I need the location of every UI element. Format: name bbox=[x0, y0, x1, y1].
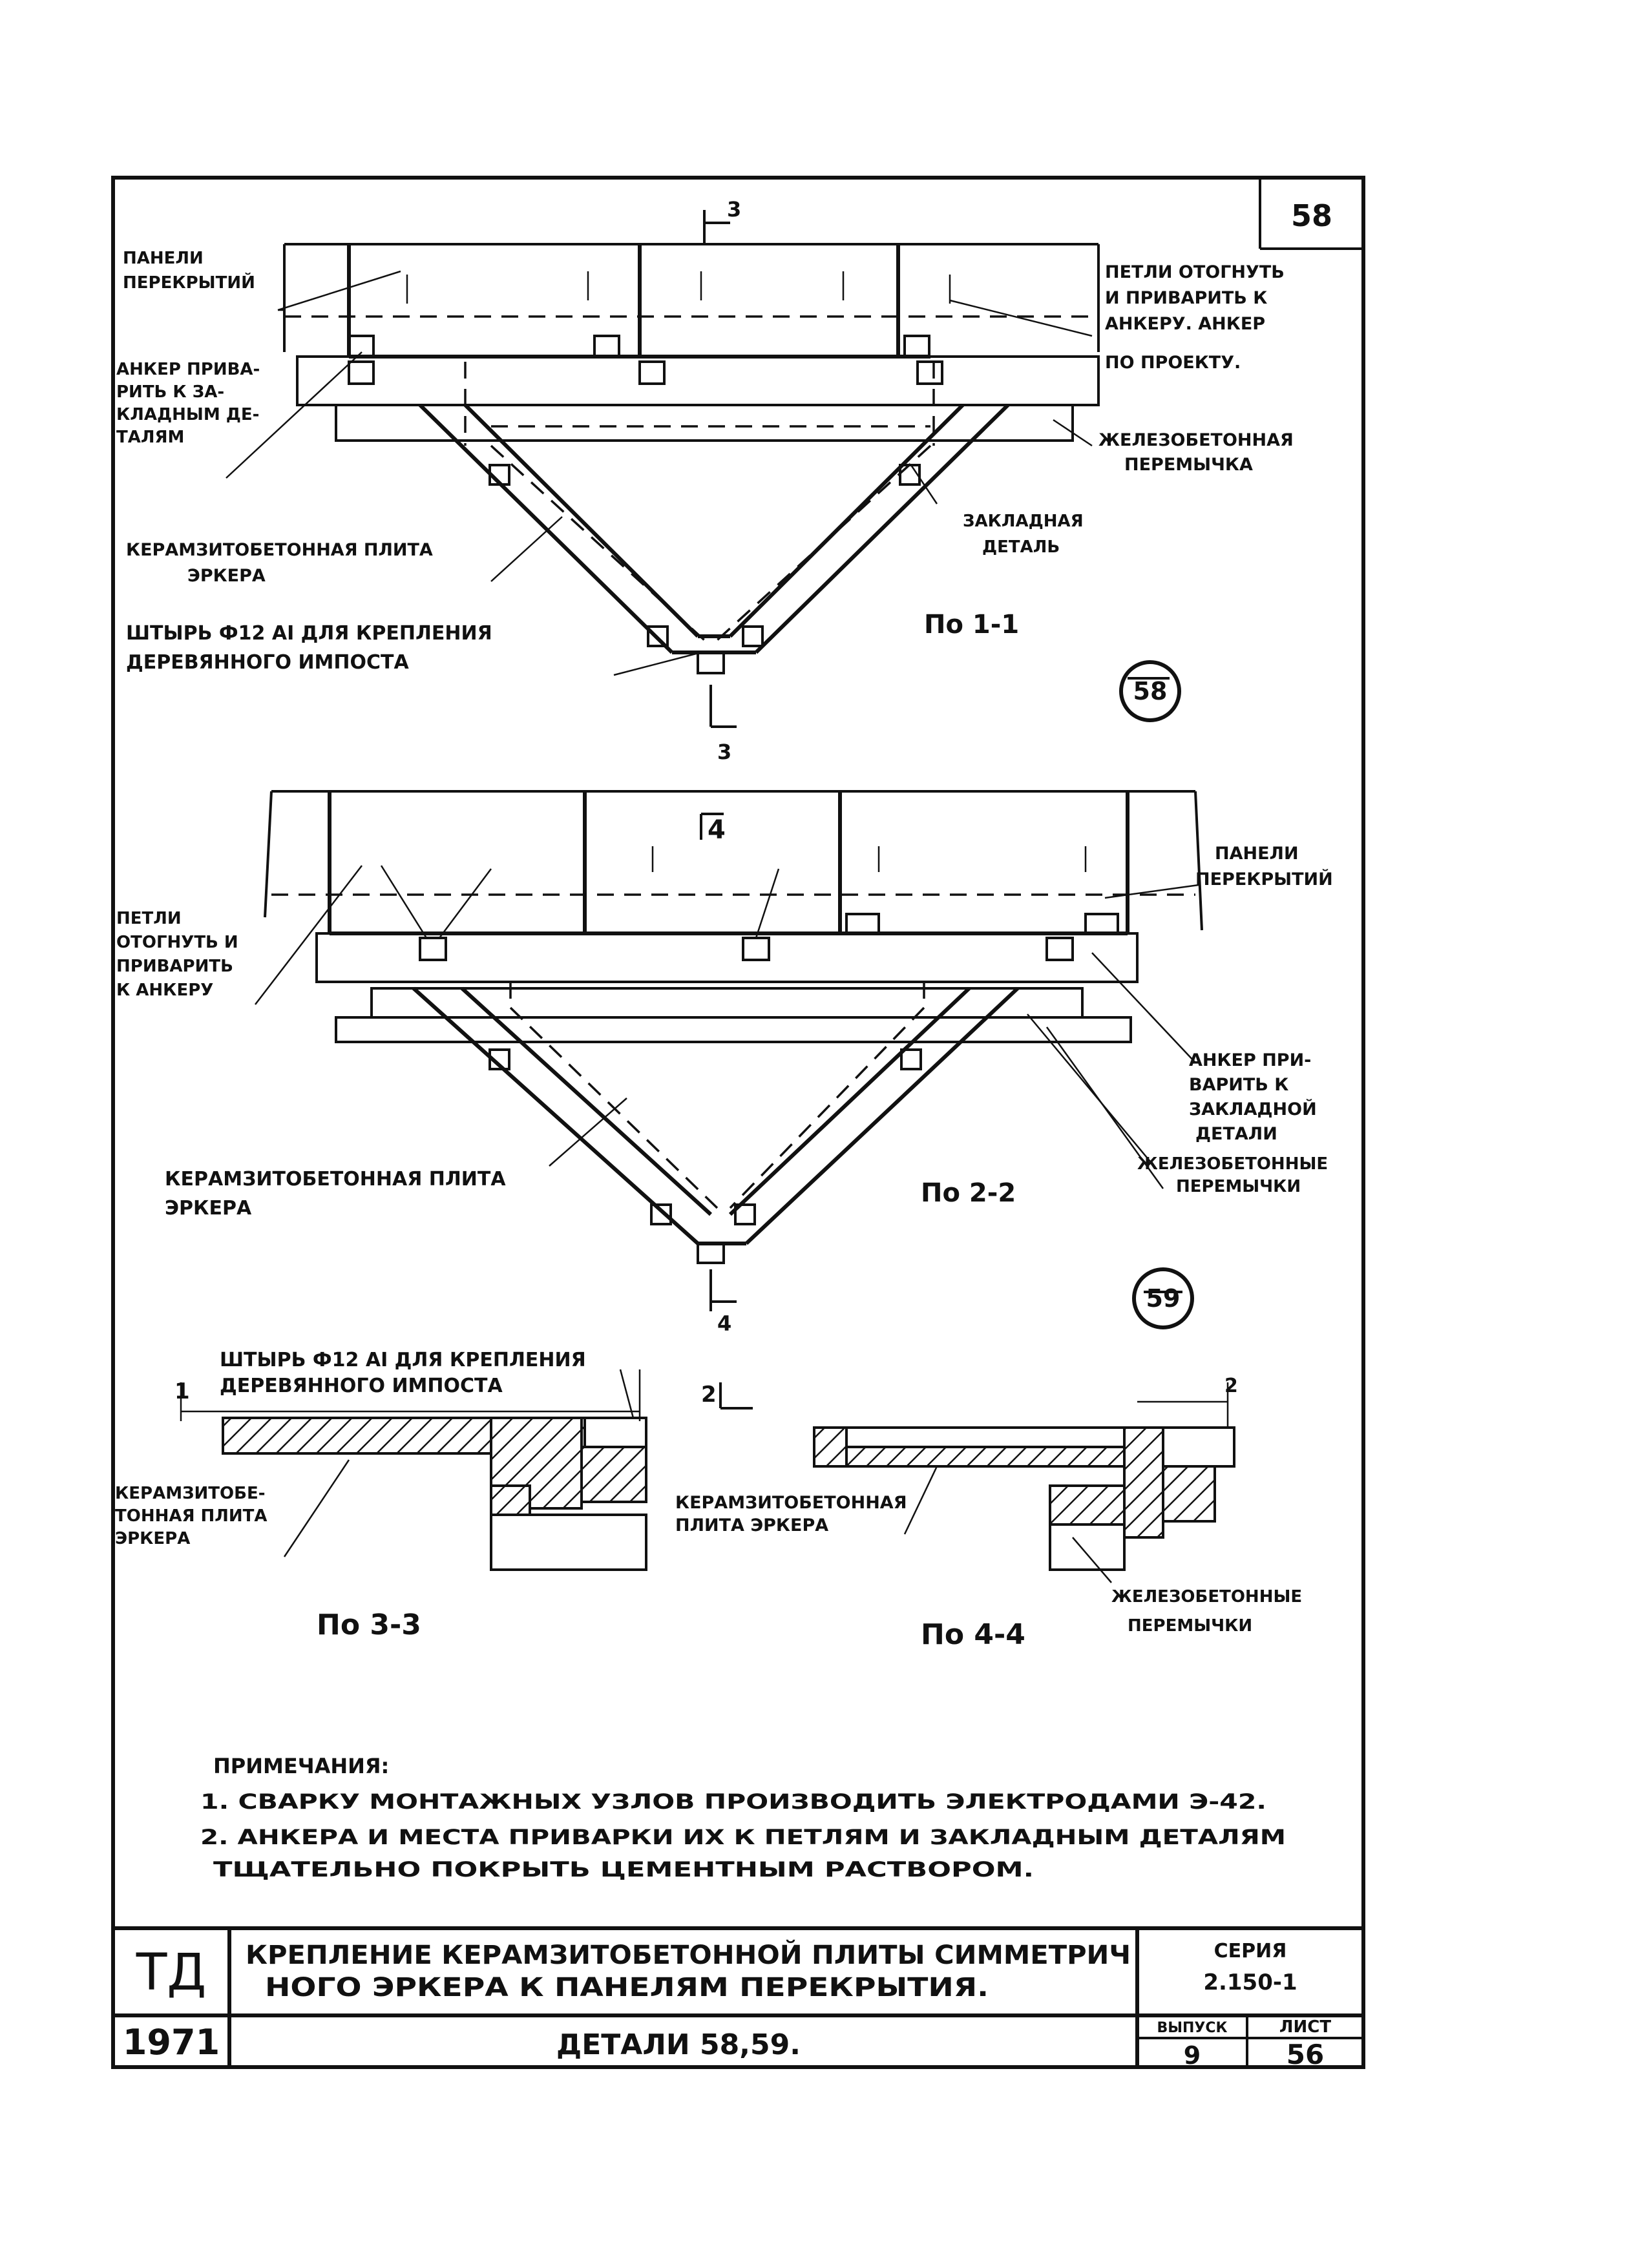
plan-view-detail-58 bbox=[226, 210, 1170, 728]
section-mark-3-3: 1 bbox=[174, 1378, 190, 1404]
series-label: СЕРИЯ bbox=[1214, 1940, 1287, 1962]
detail-number-circle-59 bbox=[1132, 1267, 1194, 1329]
section-caption-1-1: По 1-1 bbox=[924, 610, 1019, 640]
issue-label: ВЫПУСК bbox=[1157, 2020, 1227, 2036]
issue-value: 9 bbox=[1184, 2041, 1201, 2070]
drawing-frame bbox=[111, 176, 1365, 2069]
sheet-label: ЛИСТ bbox=[1279, 2017, 1331, 2037]
detail-number-circle-58 bbox=[1119, 660, 1181, 722]
leader-slab-4 bbox=[903, 1466, 938, 1535]
section-mark-4-bottom: 4 bbox=[717, 1311, 731, 1336]
plan-view-detail-59 bbox=[255, 790, 1203, 1311]
title-block-subtitle: ДЕТАЛИ 58,59. bbox=[556, 2028, 801, 2061]
section-mark-3-top: 3 bbox=[727, 197, 741, 222]
leader-slab-3 bbox=[283, 1459, 350, 1557]
section-4-4-drawing bbox=[719, 1382, 1235, 1583]
section-mark-4-4-right: 2 bbox=[1224, 1375, 1238, 1397]
notes: ПРИМЕЧАНИЯ: 1. СВАРКУ МОНТАЖНЫХ УЗЛОВ ПР… bbox=[200, 1754, 1286, 1882]
section-mark-3-bottom: 3 bbox=[717, 740, 731, 764]
note-2-continued: ТЩАТЕЛЬНО ПОКРЫТЬ ЦЕМЕНТНЫМ РАСТВОРОМ. bbox=[213, 1857, 1034, 1882]
label-anchor-1: АНКЕР ПРИВА-РИТЬ К ЗА-КЛАДНЫМ ДЕ-ТАЛЯМ bbox=[116, 360, 260, 447]
title-block-title: КРЕПЛЕНИЕ КЕРАМЗИТОБЕТОННОЙ ПЛИТЫ СИММЕТ… bbox=[246, 1939, 1131, 2003]
section-3-3-drawing bbox=[180, 1369, 647, 1571]
detail-number-58: 58 bbox=[1133, 677, 1168, 705]
note-1: 1. СВАРКУ МОНТАЖНЫХ УЗЛОВ ПРОИЗВОДИТЬ ЭЛ… bbox=[200, 1789, 1266, 1814]
section-caption-4-4: По 4-4 bbox=[921, 1618, 1025, 1651]
title-block-year: 1971 bbox=[123, 2022, 220, 2063]
section-mark-4-top: 4 bbox=[708, 815, 726, 845]
notes-title: ПРИМЕЧАНИЯ: bbox=[213, 1754, 389, 1778]
series-value: 2.150-1 bbox=[1203, 1970, 1297, 1995]
sheet-value: 56 bbox=[1287, 2039, 1324, 2070]
section-caption-3-3: По 3-3 bbox=[317, 1608, 421, 1641]
sheet-number: 58 bbox=[1291, 198, 1332, 233]
note-2: 2. АНКЕРА И МЕСТА ПРИВАРКИ ИХ К ПЕТЛЯМ И… bbox=[200, 1825, 1286, 1849]
section-caption-2-2: По 2-2 bbox=[921, 1178, 1016, 1208]
title-block-org: ТД bbox=[136, 1944, 207, 2002]
detail-number-59: 59 bbox=[1146, 1284, 1181, 1313]
title-block bbox=[113, 1926, 1363, 2067]
section-mark-4-4: 2 bbox=[701, 1382, 717, 1408]
